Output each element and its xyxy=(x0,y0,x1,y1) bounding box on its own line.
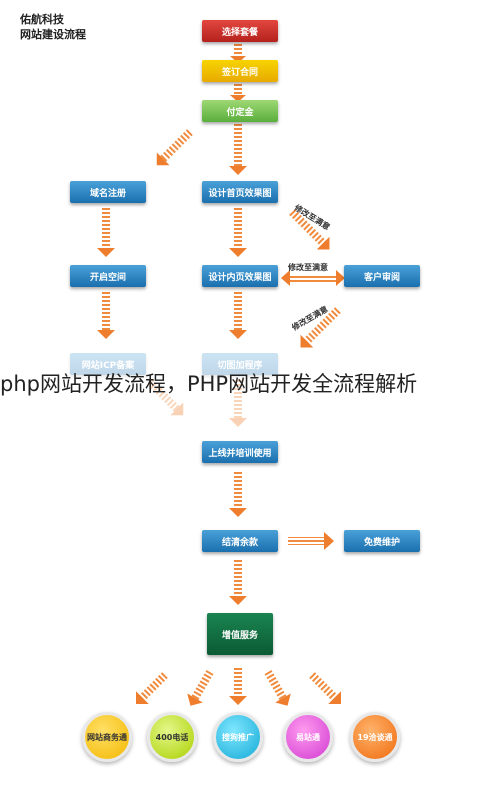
service-circle-1: 网站商务通 xyxy=(82,712,132,762)
overlay-caption: php网站开发流程，PHP网站开发全流程解析 xyxy=(0,372,418,396)
service-label-4: 易站通 xyxy=(296,732,320,742)
arrow-to-maintenance xyxy=(288,532,334,550)
node-homepage-design: 设计首页效果图 xyxy=(202,181,278,203)
arrow-service-2 xyxy=(187,670,214,706)
arrow-service-3 xyxy=(229,668,247,705)
node-launch-training: 上线并培训使用 xyxy=(202,441,278,463)
node-customer-review: 客户审阅 xyxy=(344,265,420,287)
arrow-double-review xyxy=(281,270,345,286)
service-circle-3: 搜狗推广 xyxy=(213,712,263,762)
brand-subtitle: 网站建设流程 xyxy=(20,28,86,41)
arrow-service-5 xyxy=(309,672,341,704)
arrow-service-1 xyxy=(136,672,168,704)
node-select-package: 选择套餐 xyxy=(202,20,278,42)
node-free-maintenance: 免费维护 xyxy=(344,530,420,552)
node-value-added: 增值服务 xyxy=(207,613,273,655)
node-settle-balance: 结清余款 xyxy=(202,530,278,552)
arrow-5 xyxy=(229,290,247,339)
arrow-10 xyxy=(229,558,247,605)
service-label-1: 网站商务通 xyxy=(87,732,127,742)
arrow-6 xyxy=(97,206,115,257)
brand-company: 佑航科技 xyxy=(20,13,64,26)
node-sign-contract: 签订合同 xyxy=(202,60,278,82)
node-pay-deposit: 付定金 xyxy=(202,100,278,122)
arrow-3 xyxy=(229,124,247,175)
service-label-5: 19洽谈通 xyxy=(357,732,393,742)
node-slice-program: 切图加程序 xyxy=(202,353,278,375)
service-circle-4: 易站通 xyxy=(283,712,333,762)
node-domain-register: 域名注册 xyxy=(70,181,146,203)
brand-label: 佑航科技 网站建设流程 xyxy=(20,12,86,42)
arrow-4 xyxy=(229,206,247,257)
node-open-space: 开启空间 xyxy=(70,265,146,287)
note-modify-2: 修改至满意 xyxy=(288,263,328,272)
arrow-1 xyxy=(230,43,246,63)
arrow-diag-review-1 xyxy=(289,209,330,250)
node-icp-filing: 网站ICP备案 xyxy=(70,353,146,375)
arrow-service-4 xyxy=(264,670,291,706)
service-circle-2: 400电话 xyxy=(147,712,197,762)
arrow-2 xyxy=(230,82,246,102)
arrow-diag-review-2 xyxy=(300,307,341,348)
arrow-9 xyxy=(229,470,247,517)
arrow-7 xyxy=(97,290,115,339)
service-label-3: 搜狗推广 xyxy=(222,732,254,742)
node-inner-design: 设计内页效果图 xyxy=(202,265,278,287)
service-circle-5: 19洽谈通 xyxy=(350,712,400,762)
service-label-2: 400电话 xyxy=(155,732,189,742)
arrow-diag-domain xyxy=(156,129,193,166)
arrow-8 xyxy=(229,380,247,427)
